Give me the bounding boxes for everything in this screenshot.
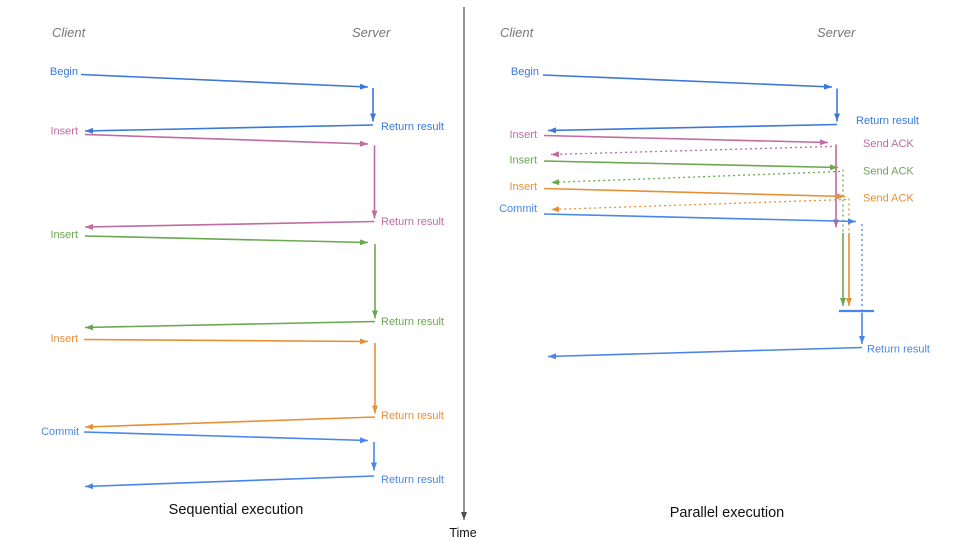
begin-return-label: Return result <box>381 121 444 133</box>
commit-return-label: Return result <box>867 344 930 356</box>
op-insert-2: Insert Send ACK <box>509 155 914 306</box>
insert2-ack-label: Send ACK <box>863 166 914 178</box>
insert2-label: Insert <box>509 155 537 167</box>
begin-label: Begin <box>50 66 78 78</box>
commit-request-arrow <box>83 431 369 444</box>
parallel-panel: Client Server Begin Return result Insert… <box>499 25 930 521</box>
insert1-label: Insert <box>50 126 78 138</box>
insert2-return-label: Return result <box>381 316 444 328</box>
commit-label: Commit <box>499 203 537 215</box>
insert1-request-arrow <box>543 134 829 146</box>
insert3-return-arrow <box>84 416 376 430</box>
insert3-return-label: Return result <box>381 410 444 422</box>
insert1-request-arrow <box>84 133 369 147</box>
server-header: Server <box>817 25 856 40</box>
insert1-ack-label: Send ACK <box>863 138 914 150</box>
insert2-request-arrow <box>543 160 839 171</box>
sequential-panel: Client Server Begin Return result Insert… <box>41 25 444 518</box>
insert3-label: Insert <box>50 333 78 345</box>
begin-request-arrow <box>542 74 833 90</box>
op-insert-3: Insert Return result <box>50 333 444 430</box>
commit-request-arrow <box>543 213 857 225</box>
op-begin: Begin Return result <box>511 66 919 134</box>
op-begin: Begin Return result <box>50 66 444 134</box>
insert2-label: Insert <box>50 229 78 241</box>
op-insert-2: Insert Return result <box>50 229 444 331</box>
commit-label: Commit <box>41 426 79 438</box>
op-insert-1: Insert Send ACK <box>509 129 914 228</box>
begin-return-arrow <box>84 124 374 134</box>
begin-return-label: Return result <box>856 115 919 127</box>
begin-return-arrow <box>547 123 838 134</box>
insert3-request-arrow <box>543 187 846 200</box>
begin-label: Begin <box>511 66 539 78</box>
op-insert-3: Insert Send ACK <box>509 181 914 306</box>
op-commit: Commit Return result <box>499 203 930 360</box>
insert1-label: Insert <box>509 129 537 141</box>
insert1-return-label: Return result <box>381 216 444 228</box>
insert1-return-arrow <box>84 220 375 230</box>
insert3-ack-arrow <box>550 198 847 213</box>
commit-return-arrow <box>547 346 863 360</box>
commit-return-arrow <box>84 475 375 490</box>
time-axis-label: Time <box>449 526 476 540</box>
insert3-label: Insert <box>509 181 537 193</box>
client-header: Client <box>500 25 535 40</box>
insert3-ack-label: Send ACK <box>863 193 914 205</box>
begin-request-arrow <box>80 73 369 90</box>
server-header: Server <box>352 25 391 40</box>
op-insert-1: Insert Return result <box>50 126 444 230</box>
insert2-request-arrow <box>84 235 369 246</box>
time-axis: Time <box>449 7 477 540</box>
insert3-request-arrow <box>83 338 369 345</box>
client-header: Client <box>52 25 87 40</box>
op-commit: Commit Return result <box>41 426 444 490</box>
sequential-title: Sequential execution <box>169 502 304 518</box>
commit-return-label: Return result <box>381 474 444 486</box>
insert2-return-arrow <box>84 320 376 331</box>
parallel-title: Parallel execution <box>670 505 784 521</box>
insert2-ack-arrow <box>550 170 841 186</box>
insert1-ack-arrow <box>550 145 833 158</box>
